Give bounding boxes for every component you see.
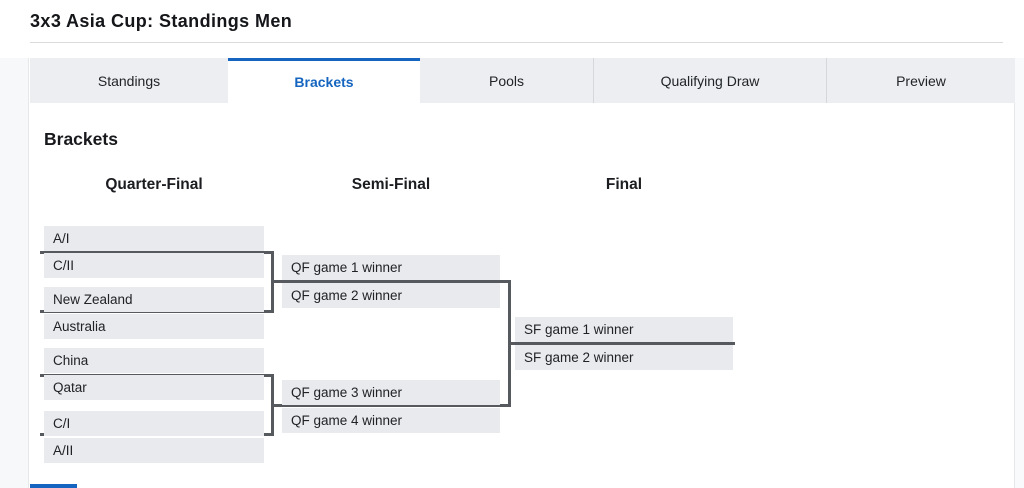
bracket-slot-final-1: SF game 1 winner	[515, 317, 733, 342]
bracket-slot-qf-1: A/I	[44, 226, 264, 251]
bracket-slot-sf-1: QF game 1 winner	[282, 255, 500, 280]
right-gutter	[1014, 58, 1024, 488]
bracket-slot-sf-3: QF game 3 winner	[282, 380, 500, 405]
tab-brackets[interactable]: Brackets	[228, 58, 420, 103]
brackets-heading: Brackets	[44, 129, 118, 149]
bracket-slot-qf-6: Qatar	[44, 375, 264, 400]
left-gutter	[0, 58, 29, 488]
bracket-slot-qf-2: C/II	[44, 253, 264, 278]
tab-qualifying-draw[interactable]: Qualifying Draw	[593, 58, 826, 103]
bracket-slot-qf-8: A/II	[44, 438, 264, 463]
bracket-slot-final-2: SF game 2 winner	[515, 345, 733, 370]
tab-standings[interactable]: Standings	[30, 58, 228, 103]
tab-bar: Standings Brackets Pools Qualifying Draw…	[30, 58, 1015, 103]
bracket-slot-qf-3: New Zealand	[44, 287, 264, 312]
column-header-semi-final: Semi-Final	[351, 176, 431, 193]
bracket-connector-final	[511, 342, 735, 345]
column-header-final: Final	[605, 176, 643, 193]
page-title: 3x3 Asia Cup: Standings Men	[30, 11, 293, 31]
bracket-slot-qf-7: C/I	[44, 411, 264, 436]
bracket-connector-semi-final	[274, 280, 511, 407]
tab-pools[interactable]: Pools	[420, 58, 593, 103]
bracket-slot-qf-4: Australia	[44, 314, 264, 339]
bracket-slot-qf-5: China	[44, 348, 264, 373]
bracket-slot-sf-4: QF game 4 winner	[282, 408, 500, 433]
column-header-quarter-final: Quarter-Final	[105, 176, 203, 193]
bottom-accent-bar	[30, 484, 77, 488]
tab-preview[interactable]: Preview	[826, 58, 1015, 103]
bracket-slot-sf-2: QF game 2 winner	[282, 283, 500, 308]
title-divider	[30, 42, 1003, 43]
